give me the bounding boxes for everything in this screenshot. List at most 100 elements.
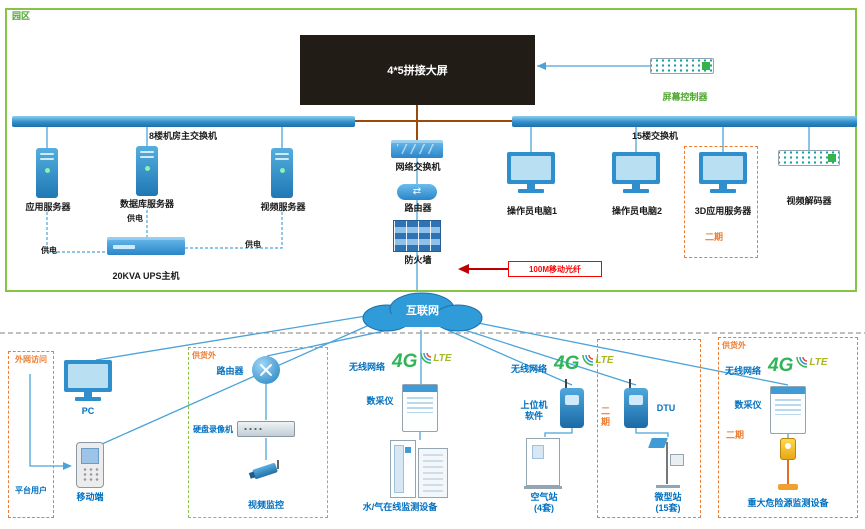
air-station-icon bbox=[524, 438, 562, 489]
mobile-arrowhead bbox=[63, 462, 72, 470]
hazard-wireless-label: 无线网络 bbox=[724, 366, 761, 376]
hazard-group-label: 供货外 bbox=[722, 341, 746, 350]
ext-access-label: 外网访问 bbox=[15, 355, 47, 364]
host-software-device-icon bbox=[560, 379, 584, 428]
campus-zone-label: 园区 bbox=[12, 11, 31, 21]
power-links bbox=[46, 210, 283, 253]
air-4g-lte-logo: 4G LTE bbox=[554, 354, 614, 373]
video-decoder-label: 视频解码器 bbox=[786, 196, 832, 206]
operator-pc2-icon bbox=[610, 152, 662, 198]
db-server-label: 数据库服务器 bbox=[119, 199, 174, 209]
controller-arrowhead bbox=[537, 62, 546, 70]
operator-pc1-label: 操作员电脑1 bbox=[506, 206, 557, 216]
phase2-hazard-label: 二期 bbox=[725, 430, 744, 440]
signal-arcs-icon bbox=[796, 356, 808, 368]
camera-icon bbox=[248, 460, 284, 486]
phase2-3d-box bbox=[684, 146, 758, 258]
micro-station-icon bbox=[648, 436, 688, 488]
4g-text: 4G bbox=[768, 355, 794, 376]
water-wireless-label: 无线网络 bbox=[348, 362, 385, 372]
video-wall: 4*5拼接大屏 bbox=[300, 35, 535, 105]
lte-text: LTE bbox=[809, 357, 828, 368]
signal-arcs-icon bbox=[582, 354, 594, 366]
phase2-air-box bbox=[597, 339, 701, 518]
water-4g-lte-logo: 4G LTE bbox=[392, 352, 452, 371]
water-gas-device-icon-1 bbox=[390, 440, 416, 498]
firewall-label: 防火墙 bbox=[404, 255, 432, 265]
ups-label: 20KVA UPS主机 bbox=[112, 271, 180, 281]
fiber-label-box: 100M移动光纤 bbox=[508, 261, 602, 277]
4g-text: 4G bbox=[392, 351, 418, 372]
firewall-icon bbox=[393, 220, 441, 252]
core-router-icon bbox=[397, 184, 437, 200]
camera-label: 视频监控 bbox=[247, 500, 284, 510]
4g-text: 4G bbox=[554, 353, 580, 374]
internet-cloud bbox=[362, 292, 483, 332]
switch-8f-label: 8楼机房主交换机 bbox=[148, 131, 217, 141]
backbone-links bbox=[355, 105, 512, 140]
platform-user-label: 平台用户 bbox=[15, 486, 47, 495]
water-gas-device-icon-2 bbox=[418, 448, 448, 498]
pc-label: PC bbox=[81, 406, 95, 416]
mobile-phone-icon bbox=[76, 442, 104, 488]
video-decoder-icon bbox=[778, 150, 840, 166]
bottom-links bbox=[29, 374, 789, 467]
dvr-icon bbox=[237, 421, 295, 437]
pc-icon bbox=[62, 360, 114, 406]
fiber-label: 100M移动光纤 bbox=[528, 264, 581, 274]
campus-zone-box bbox=[5, 8, 857, 292]
switch-8f-bar bbox=[12, 116, 355, 127]
air-wireless-label: 无线网络 bbox=[510, 364, 547, 374]
internet-label: 互联网 bbox=[406, 305, 439, 317]
lte-text: LTE bbox=[433, 353, 452, 364]
app-server-label: 应用服务器 bbox=[25, 202, 71, 212]
screen-controller-label: 屏幕控制器 bbox=[662, 92, 708, 102]
water-collector-label: 数采仪 bbox=[366, 396, 394, 406]
dtu-icon bbox=[624, 379, 648, 428]
micro-station-label: 微型站 (15套) bbox=[654, 492, 682, 513]
power-label-3: 供电 bbox=[245, 240, 261, 249]
router-icon bbox=[252, 356, 280, 384]
power-label-2: 供电 bbox=[41, 246, 57, 255]
core-router-label: 路由器 bbox=[404, 203, 432, 213]
ups-icon bbox=[107, 237, 185, 255]
video-wall-label: 4*5拼接大屏 bbox=[387, 65, 448, 77]
hazard-4g-lte-logo: 4G LTE bbox=[768, 356, 828, 375]
hazard-collector-icon bbox=[770, 386, 806, 434]
air-station-label: 空气站 (4套) bbox=[530, 492, 558, 513]
operator-pc2-label: 操作员电脑2 bbox=[611, 206, 662, 216]
server-3d-label: 3D应用服务器 bbox=[694, 206, 752, 216]
operator-pc1-icon bbox=[505, 152, 557, 198]
cloud-links bbox=[95, 314, 789, 445]
app-server-icon bbox=[36, 148, 58, 198]
fiber-arrowhead bbox=[458, 264, 469, 274]
mobile-label: 移动端 bbox=[76, 492, 104, 502]
core-switch-label: 网络交换机 bbox=[395, 162, 441, 172]
screen-controller-icon bbox=[650, 58, 714, 74]
ext-access-box bbox=[8, 351, 54, 518]
campus-links bbox=[46, 65, 810, 292]
phase2-3d-label: 二期 bbox=[704, 232, 723, 242]
hazard-group-box bbox=[718, 337, 858, 518]
water-collector-icon bbox=[402, 384, 438, 432]
video-server-icon bbox=[271, 148, 293, 198]
lte-text: LTE bbox=[595, 355, 614, 366]
phase2-air-label: 二期 bbox=[600, 406, 610, 427]
video-server-label: 视频服务器 bbox=[260, 202, 306, 212]
power-label-1: 供电 bbox=[127, 214, 143, 223]
hazard-collector-label: 数采仪 bbox=[734, 400, 762, 410]
hazard-device-label: 重大危险源监测设备 bbox=[747, 498, 829, 508]
router-label: 路由器 bbox=[216, 366, 244, 376]
host-software-label: 上位机 软件 bbox=[520, 400, 548, 421]
signal-arcs-icon bbox=[420, 352, 432, 364]
video-group-box bbox=[188, 347, 328, 518]
dtu-label: DTU bbox=[656, 403, 676, 413]
dvr-label: 硬盘录像机 bbox=[193, 425, 233, 434]
gas-detector-icon bbox=[773, 438, 803, 490]
video-group-label: 供货外 bbox=[192, 351, 216, 360]
switch-15f-label: 15楼交换机 bbox=[631, 131, 678, 141]
db-server-icon bbox=[136, 146, 158, 196]
switch-15f-bar bbox=[512, 116, 857, 127]
